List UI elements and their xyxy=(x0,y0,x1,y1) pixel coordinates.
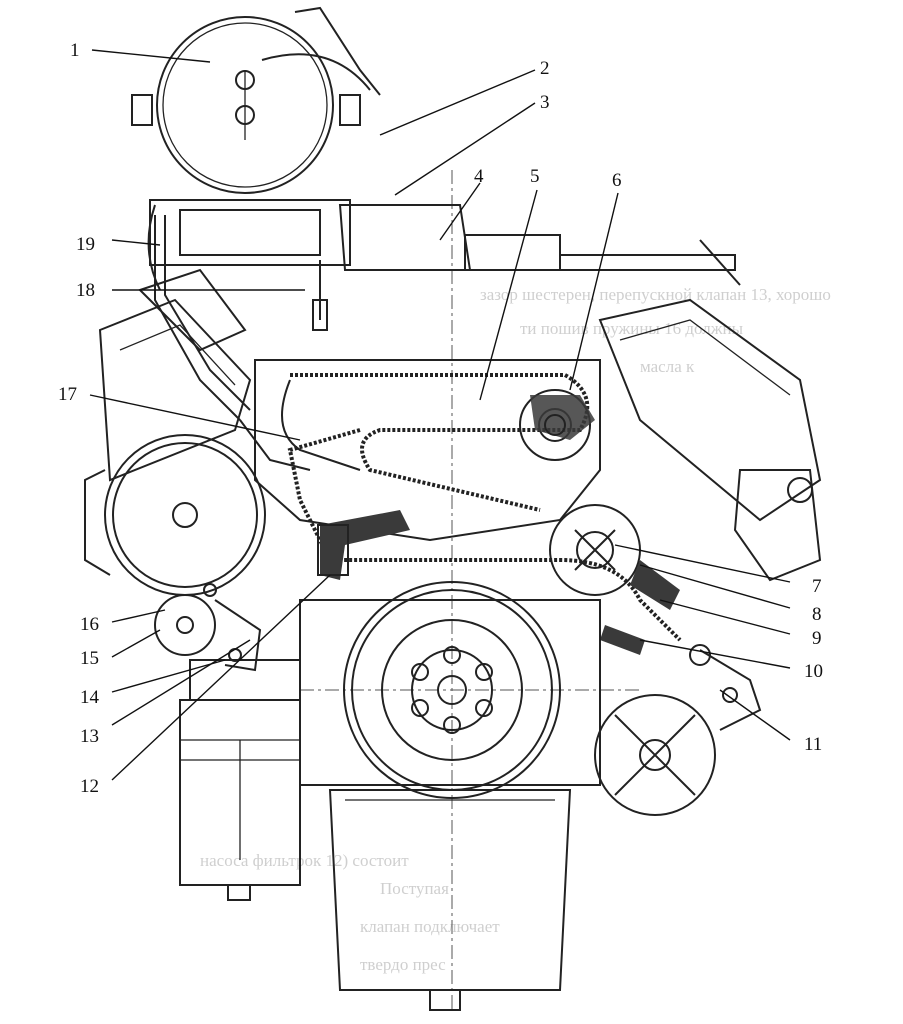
leader-10 xyxy=(639,639,791,669)
oil-lines xyxy=(154,215,361,471)
callout-19: 19 xyxy=(76,234,95,255)
callout-2: 2 xyxy=(540,58,550,79)
leader-6 xyxy=(569,192,619,391)
callout-18: 18 xyxy=(76,280,95,301)
right-lower-housing xyxy=(594,644,762,816)
callout-7: 7 xyxy=(812,576,822,597)
oil-pump-gear xyxy=(549,504,680,655)
air-filter xyxy=(131,6,381,194)
alternator xyxy=(84,434,266,596)
right-cylinder-bank xyxy=(598,298,822,582)
leader-9 xyxy=(659,599,791,635)
callout-12: 12 xyxy=(80,776,99,797)
leader-3 xyxy=(394,102,536,196)
leader-7 xyxy=(614,544,791,583)
callout-15: 15 xyxy=(80,648,99,669)
bleed-line: масла к xyxy=(640,357,695,376)
left-cylinder-bank xyxy=(98,268,252,482)
bleed-line: твердо прес xyxy=(360,955,446,974)
callout-4: 4 xyxy=(474,166,484,187)
bleed-line: клапан подключает xyxy=(360,917,500,936)
leader-19 xyxy=(111,239,161,246)
bleed-line: насоса фильтрок 12) состоит xyxy=(200,851,409,870)
leader-8 xyxy=(639,564,791,609)
callout-16: 16 xyxy=(80,614,99,635)
leader-5 xyxy=(479,189,538,401)
callout-1: 1 xyxy=(70,40,80,61)
bleed-line: ти пошив пружины 16 должны xyxy=(520,319,744,338)
leader-15 xyxy=(111,629,161,658)
oil-channel xyxy=(317,510,410,580)
leader-13 xyxy=(111,639,251,726)
engine-upper-block xyxy=(147,199,741,331)
leader-14 xyxy=(111,659,226,693)
callout-labels: 1 2 3 4 5 6 7 8 9 10 11 12 13 14 15 16 1… xyxy=(58,40,823,797)
bleed-line: Поступая xyxy=(380,879,449,898)
callout-6: 6 xyxy=(612,170,622,191)
callout-17: 17 xyxy=(58,384,77,405)
pump-bracket xyxy=(154,583,262,672)
callout-8: 8 xyxy=(812,604,822,625)
leader-11 xyxy=(719,689,791,741)
callout-10: 10 xyxy=(804,661,823,682)
leader-2 xyxy=(379,69,536,136)
oil-sump xyxy=(328,789,572,1011)
leader-12 xyxy=(111,574,331,781)
callout-14: 14 xyxy=(80,687,100,708)
callout-5: 5 xyxy=(530,166,540,187)
callout-13: 13 xyxy=(80,726,99,747)
callout-3: 3 xyxy=(540,92,550,113)
leader-16 xyxy=(111,609,166,623)
leader-4 xyxy=(439,182,481,241)
bleed-line: зазор шестерен, перепускной клапан 13, х… xyxy=(480,285,831,304)
leader-1 xyxy=(91,49,211,63)
leader-lines xyxy=(89,49,791,781)
leader-17 xyxy=(89,394,301,441)
oil-filter xyxy=(179,659,301,901)
timing-cover xyxy=(254,359,682,642)
callout-9: 9 xyxy=(812,628,822,649)
callout-11: 11 xyxy=(804,734,822,755)
bleed-through-text: зазор шестерен, перепускной клапан 13, х… xyxy=(200,285,831,974)
